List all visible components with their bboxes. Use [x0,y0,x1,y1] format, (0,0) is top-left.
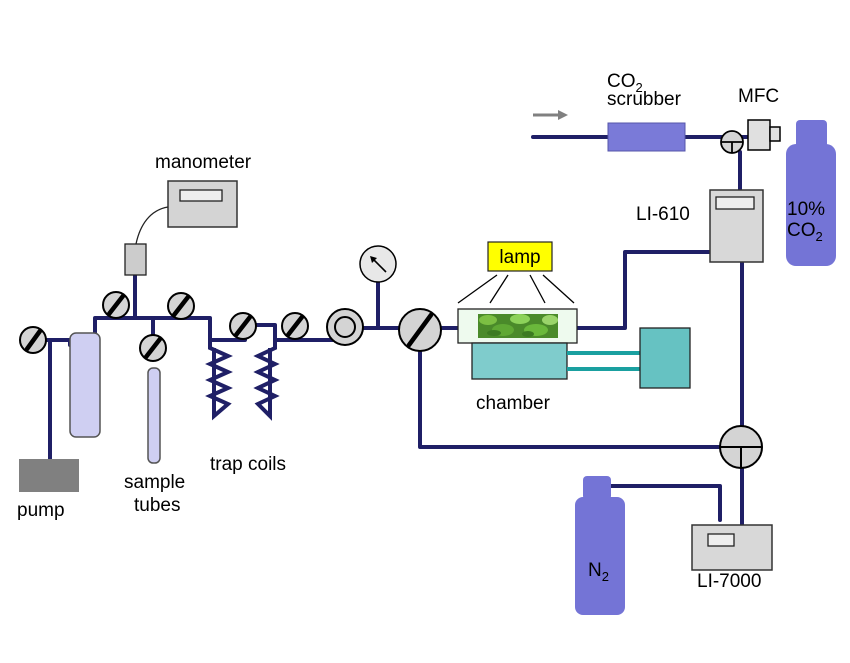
trap-coil-2 [253,340,280,421]
co2-cylinder [786,120,836,266]
label-tubes: tubes [134,495,180,516]
trap-coil-1 [205,340,233,421]
valve-main[interactable] [398,308,442,352]
valve-trap-in[interactable] [167,292,195,320]
label-scrubber: scrubber [607,89,682,110]
flow-arrow [533,110,568,120]
label-trap-coils: trap coils [210,454,286,475]
co2-scrubber [607,122,686,152]
manometer [124,180,238,276]
temperature-controller [639,327,691,389]
tee-valve-top[interactable] [720,130,744,154]
valve-sample-tube[interactable] [139,334,167,362]
sample-tube [147,367,161,464]
label-lamp: lamp [499,247,540,268]
label-co2-tank-percent: 10% [787,199,825,220]
tee-valve-bottom[interactable] [719,425,763,469]
label-co2-scrubber: CO2 [607,71,643,95]
valve-pump[interactable] [19,326,47,354]
flow-restrictor[interactable] [326,308,364,346]
buffer-tube [69,332,101,438]
n2-cylinder [575,476,625,615]
pressure-gauge [359,245,397,283]
label-mfc: MFC [738,86,779,107]
valve-trap-out[interactable] [281,312,309,340]
label-pump: pump [17,500,65,521]
pump-block [19,459,79,492]
li610-device [709,189,764,263]
leaf-sample [478,314,558,338]
label-li610: LI-610 [636,204,690,225]
li7000-device [691,524,773,571]
valve-trap-mid[interactable] [229,312,257,340]
valve-left-junction[interactable] [102,291,130,319]
label-n2: N2 [588,560,609,584]
chamber [457,308,640,380]
mass-flow-controller [747,119,781,151]
label-sample: sample [124,472,185,493]
lamp [457,241,575,304]
label-li7000: LI-7000 [697,571,761,592]
label-chamber: chamber [476,393,551,414]
label-co2-tank: CO2 [787,220,823,244]
label-manometer: manometer [155,152,252,173]
